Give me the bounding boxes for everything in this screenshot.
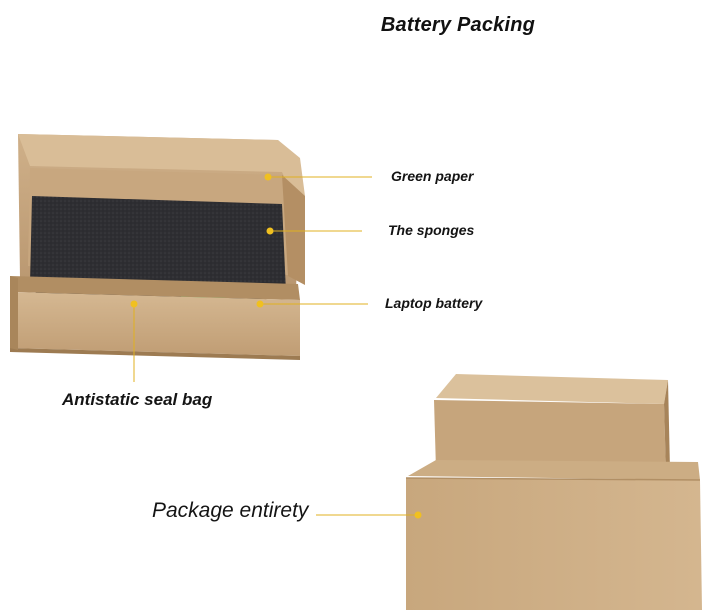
small-box-front (434, 400, 666, 474)
sponge-foam (30, 196, 286, 292)
large-box-front (406, 478, 702, 610)
marker-dot (264, 173, 272, 181)
callout-package: Package entirety (152, 499, 309, 522)
box-lid-flap (18, 134, 305, 196)
marker-dot (266, 227, 274, 235)
page-title: Battery Packing (380, 14, 536, 36)
small-box-top (436, 374, 668, 404)
marker-dot (130, 300, 138, 308)
marker-dot (414, 511, 422, 519)
closed-boxes (405, 374, 702, 610)
callout-sponges: The sponges (388, 222, 475, 238)
open-box (10, 134, 305, 360)
callout-laptop-battery: Laptop battery (385, 295, 483, 311)
callout-green-paper: Green paper (391, 168, 474, 184)
callout-leaders (130, 173, 422, 519)
marker-dot (256, 300, 264, 308)
box-tray-front (10, 292, 300, 356)
box-side-flap (282, 175, 305, 285)
callout-seal-bag: Antistatic seal bag (62, 390, 213, 409)
large-box-top (408, 460, 700, 480)
